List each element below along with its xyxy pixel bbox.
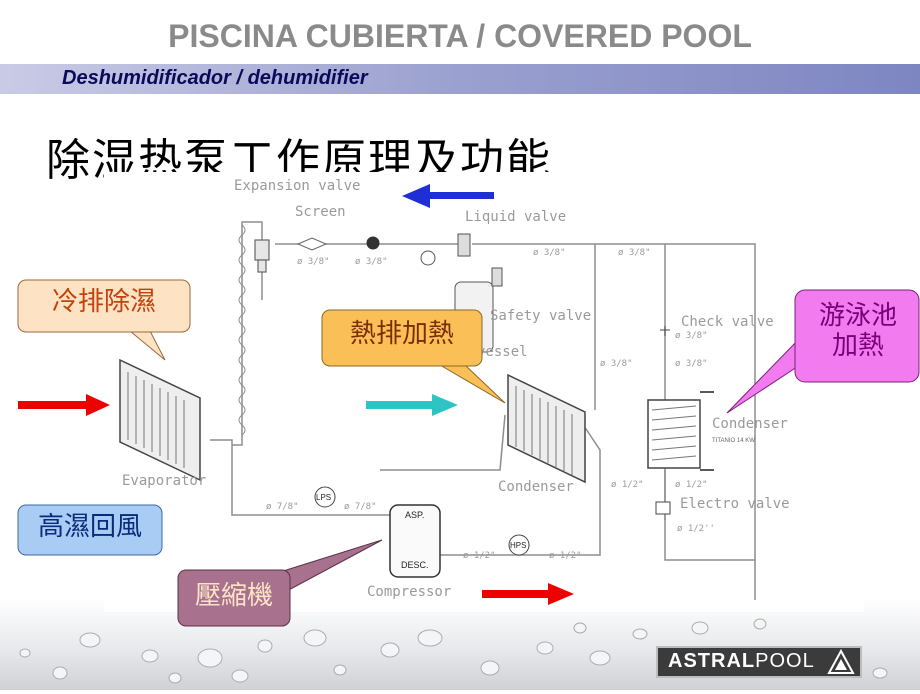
compressor bbox=[389, 504, 441, 578]
electro-valve bbox=[655, 501, 671, 515]
pipe-size: ø 3/8" bbox=[533, 248, 566, 258]
slide-subtitle: Deshumidificador / dehumidifier bbox=[62, 67, 368, 89]
callout-compressor-text: 壓縮機 bbox=[194, 581, 273, 611]
label-titanio: TITANIO 14 KW bbox=[712, 438, 755, 444]
hps-switch bbox=[508, 534, 530, 556]
lps-label: LPS bbox=[316, 493, 331, 502]
diagram-background bbox=[104, 172, 864, 612]
sight-glass bbox=[366, 236, 380, 250]
label-expansion-valve: Expansion valve bbox=[234, 178, 360, 194]
pipe-size: ø 7/8" bbox=[344, 502, 377, 512]
hps-label: HPS bbox=[510, 541, 526, 550]
pipe-size: ø 1/2'' bbox=[677, 524, 715, 534]
label-safety-valve: Safety valve bbox=[490, 308, 591, 324]
callout-pool-heating bbox=[726, 289, 920, 414]
logo-text-thin: POOL bbox=[755, 650, 815, 672]
evaporator bbox=[119, 358, 201, 482]
subtitle-band bbox=[0, 64, 920, 94]
callout-humid-return bbox=[17, 504, 163, 556]
pipe-size: ø 1/2" bbox=[675, 480, 708, 490]
pipe-size: ø 3/8" bbox=[618, 248, 651, 258]
slide-title: PISCINA CUBIERTA / COVERED POOL bbox=[168, 18, 752, 54]
expansion-valve bbox=[254, 239, 270, 273]
pipe-size: ø 3/8" bbox=[675, 331, 708, 341]
pipe-size: ø 1/2" bbox=[549, 551, 582, 561]
label-electro-valve: Electro valve bbox=[680, 496, 790, 512]
astralpool-logo: ASTRALPOOL bbox=[656, 646, 862, 678]
callout-humid-return-text: 高濕回風 bbox=[37, 512, 142, 542]
label-liquid-valve: Liquid valve bbox=[465, 209, 566, 225]
water-condenser bbox=[647, 391, 714, 471]
safety-valve bbox=[491, 267, 503, 287]
callout-cold-exhaust bbox=[17, 279, 191, 361]
pipe-size: ø 1/2" bbox=[463, 551, 496, 561]
label-condenser: Condenser bbox=[498, 479, 574, 495]
callout-compressor bbox=[177, 539, 383, 627]
pipe-size: ø 3/8" bbox=[297, 257, 330, 267]
pipe-size: ø 3/8" bbox=[675, 359, 708, 369]
red-air-in-arrow bbox=[18, 394, 110, 416]
pipe-size: ø 3/8" bbox=[355, 257, 388, 267]
red-discharge-arrow bbox=[482, 583, 574, 605]
droplets bbox=[19, 618, 888, 684]
pipe-size: ø 3/8" bbox=[600, 359, 633, 369]
air-condenser bbox=[507, 373, 586, 484]
pipe-size: ø 1/2" bbox=[611, 480, 644, 490]
label-evaporator: Evaporator bbox=[122, 473, 206, 489]
logo-triangle-icon bbox=[827, 648, 855, 674]
callout-pool-heating-text: 游泳池加熱 bbox=[818, 301, 897, 361]
pipe-size: ø 7/8" bbox=[266, 502, 299, 512]
label-check-valve: Check valve bbox=[681, 314, 774, 330]
callout-heat-exhaust bbox=[321, 309, 506, 404]
callout-heat-exhaust-text: 熱排加熱 bbox=[349, 319, 454, 349]
asp-label: ASP. bbox=[405, 510, 424, 520]
capillary-coil bbox=[238, 224, 246, 436]
cyan-air-arrow bbox=[366, 394, 458, 416]
desc-label: DESC. bbox=[401, 560, 429, 570]
check-valve bbox=[660, 326, 670, 336]
logo-text-bold: ASTRAL bbox=[668, 650, 756, 672]
liquid-valve bbox=[457, 233, 471, 257]
pressure-gauge bbox=[420, 250, 436, 266]
callout-cold-exhaust-text: 冷排除濕 bbox=[51, 287, 156, 317]
lps-switch bbox=[314, 486, 336, 508]
label-condenser-right: Condenser bbox=[712, 416, 788, 432]
screen-filter bbox=[296, 237, 328, 251]
label-screen: Screen bbox=[295, 204, 346, 220]
pipes bbox=[210, 221, 756, 600]
label-compressor: Compressor bbox=[367, 584, 451, 600]
blue-flow-arrow bbox=[402, 184, 494, 208]
